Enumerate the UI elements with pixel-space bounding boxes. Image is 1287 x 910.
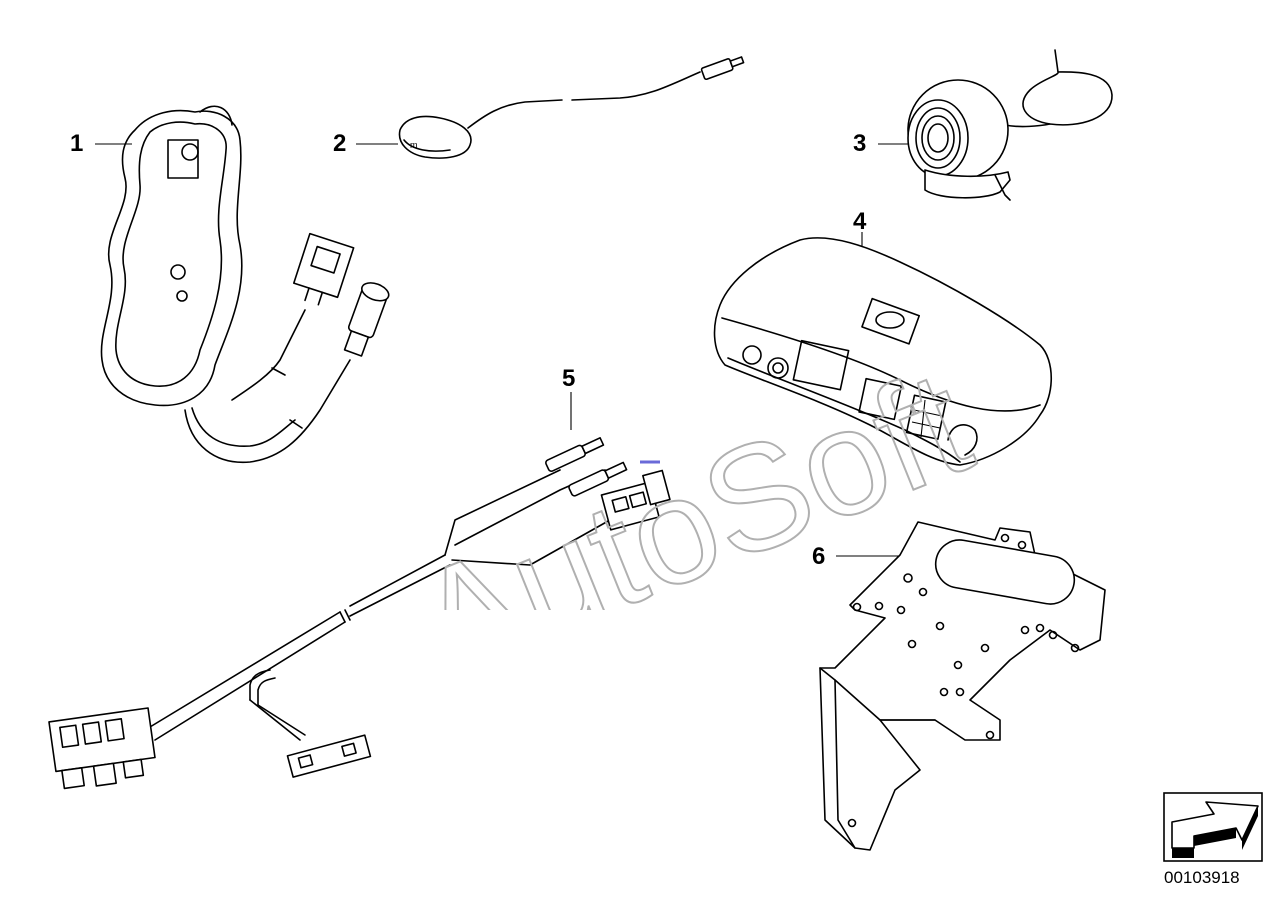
callout-5: 5 <box>562 365 576 392</box>
svg-text:m: m <box>410 140 418 150</box>
part-1-handset-cradle <box>95 105 390 464</box>
callout-6: 6 <box>812 543 826 570</box>
watermark: AutoSoft <box>393 336 991 610</box>
part-3-microphone <box>878 49 1113 201</box>
next-arrow-icon[interactable] <box>1163 792 1263 862</box>
part-6-bracket <box>819 521 1106 851</box>
callout-1: 1 <box>70 130 84 157</box>
document-number: 00103918 <box>1164 868 1240 887</box>
part-2-sensor: m <box>356 56 745 159</box>
part-4-control-unit <box>713 232 1053 466</box>
callout-4: 4 <box>853 208 867 235</box>
callout-3: 3 <box>853 130 867 157</box>
watermark-text: AutoSoft <box>394 337 990 610</box>
part-5-wiring-harness <box>48 392 671 790</box>
callout-2: 2 <box>333 130 347 157</box>
